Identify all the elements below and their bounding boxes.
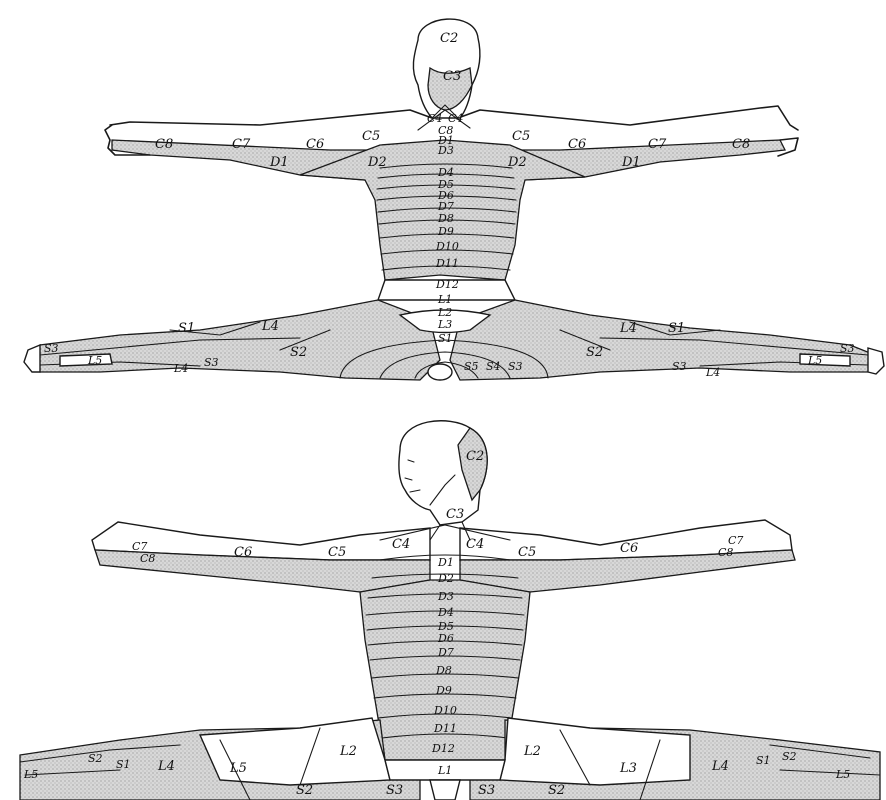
top-left-arm-outline (110, 110, 432, 125)
label-s3-right-foot: S3 (840, 342, 855, 355)
label-spine-15: S1 (438, 332, 453, 345)
label-b-spine-12: L1 (437, 764, 452, 777)
label-c2-head: C2 (440, 31, 458, 46)
label-b-s3-right: S3 (478, 783, 495, 798)
label-sacral-s3: S3 (508, 360, 523, 373)
bottom-sacral-notch (430, 780, 460, 800)
label-b-l5-left-foot: L5 (23, 768, 38, 781)
label-b-l4-left: L4 (157, 759, 175, 774)
label-s1-left: S1 (178, 321, 195, 336)
label-b-l4-right: L4 (711, 759, 729, 774)
top-left-leg-shaded (35, 300, 440, 380)
label-b-spine-7: D8 (435, 664, 452, 677)
label-b-spine-8: D9 (435, 684, 452, 697)
label-b-s1-left: S1 (116, 758, 131, 771)
label-l4-left-foot: L4 (173, 362, 188, 375)
label-spine-11: D12 (435, 278, 459, 291)
label-d2-right: D2 (507, 155, 527, 170)
label-sacral-s5: S5 (464, 360, 479, 373)
top-figure: C2 C3 C4 C4 C5 C5 C6 C6 C7 C7 C8 C8 D1 D… (24, 19, 884, 380)
bottom-figure: C2 C3 C4 C4 C5 C5 C6 C6 C7 C7 C8 C8 D1 D… (20, 421, 880, 800)
label-b-spine-5: D6 (437, 632, 454, 645)
label-b-c6-left: C6 (234, 545, 252, 560)
label-l5-left: L5 (87, 354, 102, 367)
label-b-spine-2: D3 (437, 590, 454, 603)
label-d1-right: D1 (621, 155, 641, 170)
label-c5-right: C5 (512, 129, 530, 144)
label-b-spine-6: D7 (437, 646, 454, 659)
label-spine-14: L3 (437, 318, 452, 331)
label-spine-9: D10 (435, 240, 459, 253)
label-c8-right: C8 (732, 137, 750, 152)
label-b-c8-right: C8 (718, 546, 733, 559)
label-c7-left: C7 (232, 137, 251, 152)
top-right-arm-outline (458, 106, 798, 130)
label-c6-right: C6 (568, 137, 586, 152)
label-s2-right: S2 (586, 345, 603, 360)
label-b-s2-right-foot: S2 (782, 750, 797, 763)
label-b-spine-11: D12 (431, 742, 455, 755)
label-b-l5-right-foot: L5 (835, 768, 850, 781)
label-b-s1-right: S1 (756, 754, 771, 767)
label-b-c2: C2 (466, 449, 484, 464)
label-b-spine-3: D4 (437, 606, 454, 619)
label-b-s2-right: S2 (548, 783, 565, 798)
top-right-foot (868, 348, 884, 374)
label-b-spine-10: D11 (433, 722, 457, 735)
label-b-spine-1: D2 (437, 572, 454, 585)
label-b-c5-left: C5 (328, 545, 346, 560)
label-b-c5-right: C5 (518, 545, 536, 560)
label-b-spine-9: D10 (433, 704, 457, 717)
label-b-c6-right: C6 (620, 541, 638, 556)
top-left-l5-strip (60, 354, 112, 366)
label-spine-12: L1 (437, 293, 452, 306)
bottom-left-thigh-white (200, 718, 390, 785)
label-b-s2-left: S2 (296, 783, 313, 798)
label-b-spine-0: D1 (437, 556, 454, 569)
label-s3-left-foot: S3 (44, 342, 59, 355)
label-spine-2: D3 (437, 144, 454, 157)
label-b-l2-right: L2 (523, 744, 541, 759)
top-left-foot (24, 345, 40, 372)
label-spine-7: D8 (437, 212, 454, 225)
label-c8-left: C8 (155, 137, 173, 152)
label-d2-left: D2 (367, 155, 387, 170)
top-sacral-oval (428, 364, 452, 380)
label-b-l5-left: L5 (229, 761, 247, 776)
label-spine-10: D11 (435, 257, 459, 270)
label-l4-left-thigh: L4 (261, 319, 279, 334)
label-b-s2-left-foot: S2 (88, 752, 103, 765)
label-s2-left: S2 (290, 345, 307, 360)
label-d1-left: D1 (269, 155, 289, 170)
label-sacral-s4: S4 (486, 360, 501, 373)
label-b-l2-left: L2 (339, 744, 357, 759)
label-s3-left-leg: S3 (204, 356, 219, 369)
label-s1-right: S1 (668, 321, 685, 336)
label-c3-neck: C3 (443, 69, 461, 84)
label-b-s3-left: S3 (386, 783, 403, 798)
label-spine-8: D9 (437, 225, 454, 238)
label-s3-right-leg: S3 (672, 360, 687, 373)
label-b-c3: C3 (446, 507, 464, 522)
label-c6-left: C6 (306, 137, 324, 152)
label-b-c8-left: C8 (140, 552, 155, 565)
label-l5-right: L5 (807, 354, 822, 367)
label-l4-right-foot: L4 (705, 366, 720, 379)
label-c7-right: C7 (648, 137, 667, 152)
label-b-c4-left: C4 (392, 537, 410, 552)
label-b-c4-right: C4 (466, 537, 484, 552)
label-b-l3-right: L3 (619, 761, 637, 776)
label-c5-left: C5 (362, 129, 380, 144)
label-l4-right-thigh: L4 (619, 321, 637, 336)
